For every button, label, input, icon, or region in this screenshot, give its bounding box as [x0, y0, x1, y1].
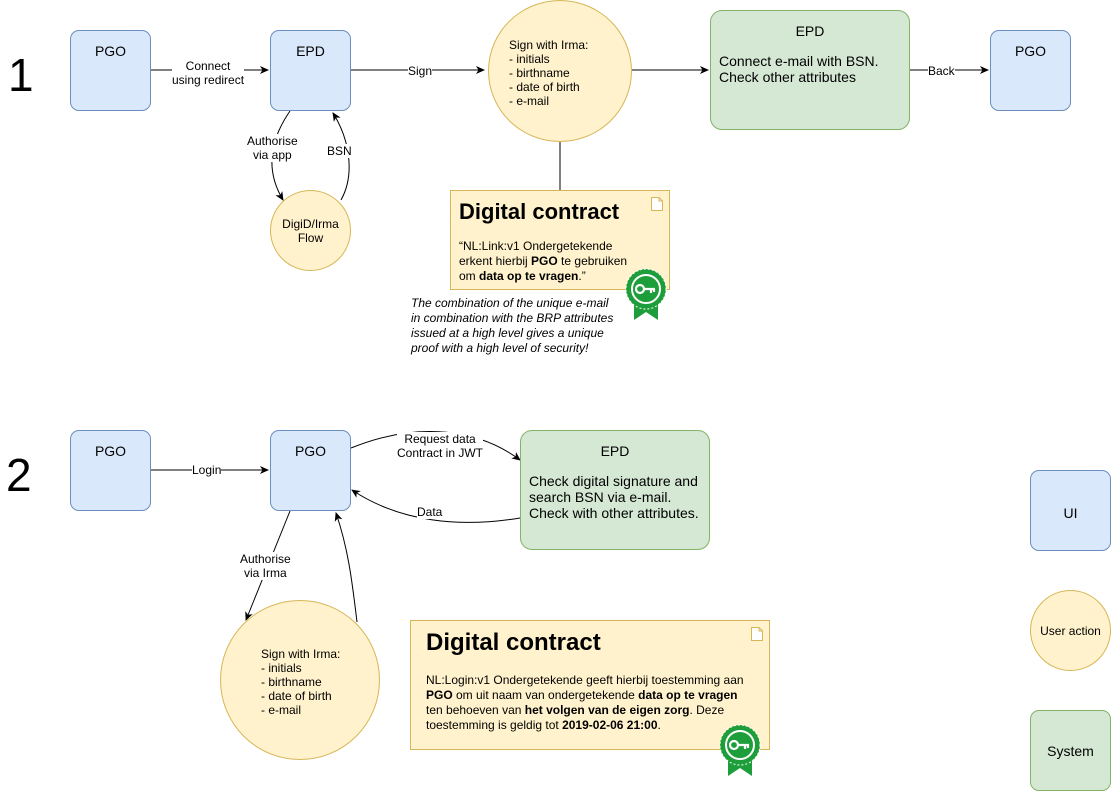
- contract-title: Digital contract: [426, 629, 601, 656]
- contract-text-segment: .”: [578, 269, 586, 283]
- edge-authorise-label: Authorise via Irma: [240, 552, 291, 580]
- contract-emphasis: het volgen van de eigen zorg: [524, 703, 690, 717]
- digid-flow-circle[interactable]: DigiD/Irma Flow: [270, 190, 351, 271]
- epd-check-text: Connect e-mail with BSN. Check other att…: [719, 53, 879, 85]
- pgo-main-box[interactable]: PGO: [270, 430, 351, 511]
- irma-attr-list: - initials - birthname - date of birth -…: [509, 52, 631, 108]
- edge-data-arrow: [351, 489, 521, 523]
- pgo-start-label: PGO: [94, 43, 127, 59]
- edge-connect-label: Connect using redirect: [172, 59, 245, 87]
- irma-attr-item: - date of birth: [261, 689, 332, 703]
- step-number: 2: [6, 449, 32, 501]
- epd-verify-box[interactable]: EPD Check digital signature and search B…: [520, 430, 710, 550]
- certified-seal-icon: [625, 268, 667, 320]
- document-icon: [751, 627, 763, 641]
- contract-emphasis: data op te vragen: [479, 269, 579, 283]
- contract-text-segment: te gebruiken om: [459, 254, 628, 283]
- digid-flow-label: DigiD/Irma Flow: [282, 216, 339, 245]
- pgo-start-box[interactable]: PGO: [70, 30, 151, 111]
- edge-login-label: Login: [192, 463, 222, 477]
- contract-text-segment: ten behoeven van: [426, 703, 525, 717]
- irma-attr-item: - birthname: [509, 66, 570, 80]
- irma-attr-list: - initials - birthname - date of birth -…: [261, 661, 379, 717]
- contract-text-segment: om uit naam van ondergetekende: [452, 688, 639, 702]
- irma-sign-title: Sign with Irma:: [261, 647, 341, 661]
- edge-request-label: Request data Contract in JWT: [397, 432, 484, 460]
- legend-user-action-circle: User action: [1030, 590, 1111, 671]
- edge-authorise-label: Authorise via app: [247, 134, 298, 162]
- contract-emphasis: data op te vragen: [638, 688, 738, 702]
- irma-attr-item: - initials: [261, 661, 302, 675]
- step-number: 1: [8, 49, 34, 101]
- contract-emphasis: 2019-02-06 21:00: [562, 718, 658, 732]
- legend-ui-label: UI: [1063, 505, 1078, 521]
- edge-sign-label: Sign: [408, 64, 433, 78]
- epd-check-title: EPD: [795, 23, 825, 39]
- epd-verify-title: EPD: [600, 443, 630, 459]
- legend-ui-box: UI: [1030, 470, 1111, 551]
- legend-system-box: System: [1030, 710, 1111, 791]
- legend-user-action-label: User action: [1040, 623, 1101, 638]
- document-icon: [651, 197, 663, 211]
- irma-sign-circle[interactable]: Sign with Irma: - initials - birthname -…: [488, 0, 632, 142]
- contract-title: Digital contract: [459, 199, 620, 224]
- contract-text-segment: . Deze toestemming is geldig tot: [426, 703, 725, 732]
- epd-main-box[interactable]: EPD: [270, 30, 351, 111]
- irma-attr-item: - initials: [509, 52, 550, 66]
- contract-text-segment: NL:Login:v1 Ondergetekende geeft hierbij…: [426, 673, 744, 687]
- certified-seal-icon: [719, 724, 761, 776]
- legend-system-label: System: [1047, 742, 1094, 759]
- digital-contract-note: Digital contract NL:Login:v1 Ondergeteke…: [410, 620, 770, 750]
- edge-bsn-label: BSN: [327, 144, 352, 158]
- pgo-main-label: PGO: [294, 443, 327, 459]
- pgo-end-box[interactable]: PGO: [990, 30, 1071, 111]
- contract-emphasis: PGO: [531, 254, 558, 268]
- irma-sign-title: Sign with Irma:: [509, 38, 589, 52]
- pgo-start-label: PGO: [94, 443, 127, 459]
- irma-attr-item: - e-mail: [261, 703, 302, 717]
- contract-text: NL:Login:v1 Ondergetekende geeft hierbij…: [426, 673, 754, 733]
- edge-data-label: Data: [417, 505, 443, 519]
- edge-irma-return-arrow: [334, 512, 358, 623]
- irma-attr-item: - date of birth: [509, 80, 580, 94]
- pgo-start-box[interactable]: PGO: [70, 430, 151, 511]
- epd-verify-text: Check digital signature and search BSN v…: [529, 473, 699, 521]
- contract-emphasis: PGO: [426, 688, 453, 702]
- irma-attr-item: - e-mail: [509, 94, 550, 108]
- contract-text-segment: .: [657, 718, 661, 732]
- irma-sign-circle[interactable]: Sign with Irma: - initials - birthname -…: [220, 600, 380, 760]
- epd-check-box[interactable]: EPD Connect e-mail with BSN. Check other…: [710, 10, 910, 130]
- security-note: The combination of the unique e-mail in …: [411, 296, 614, 355]
- edge-back-label: Back: [928, 64, 955, 78]
- irma-attr-item: - birthname: [261, 675, 322, 689]
- contract-text: “NL:Link:v1 Ondergetekende erkent hierbi…: [459, 239, 661, 284]
- contract-text-segment: “NL:Link:v1 Ondergetekende erkent hierbi…: [459, 239, 613, 268]
- epd-main-label: EPD: [296, 43, 325, 59]
- pgo-end-label: PGO: [1014, 43, 1047, 59]
